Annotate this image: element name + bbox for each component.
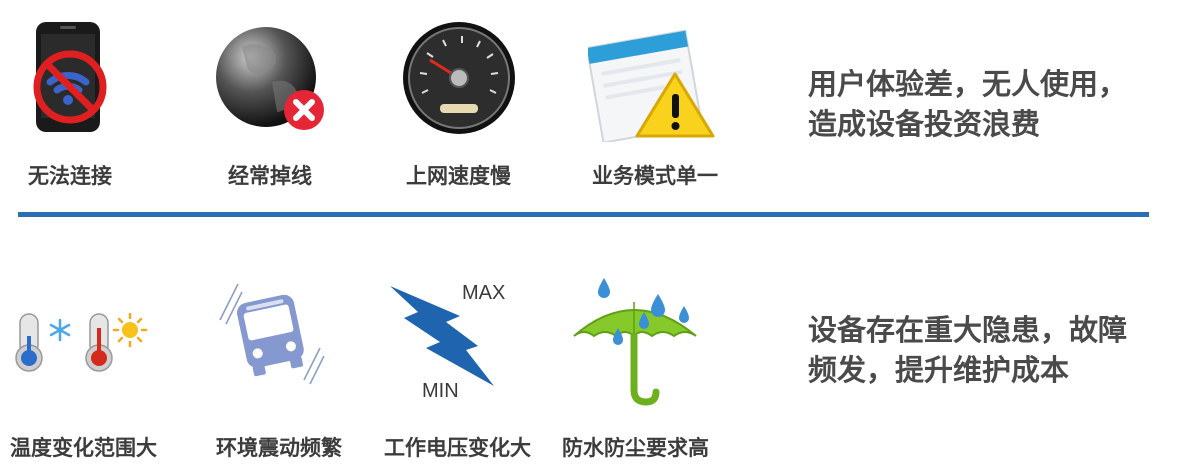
thermometers-icon <box>14 310 154 374</box>
summary-top-line1: 用户体验差，无人使用， <box>808 67 1128 101</box>
speedometer-icon <box>400 18 518 138</box>
section-divider <box>18 212 1149 217</box>
voltage-max-label: MAX <box>462 282 506 304</box>
no-wifi-phone-icon <box>30 20 110 135</box>
umbrella-rain-icon <box>570 274 700 408</box>
item-label-temperature-range: 温度变化范围大 <box>10 436 157 460</box>
item-label-vibration: 环境震动频繁 <box>216 436 342 460</box>
item-label-voltage-variation: 工作电压变化大 <box>384 436 531 460</box>
shaking-bus-icon <box>218 282 326 386</box>
item-label-slow-speed: 上网速度慢 <box>406 164 511 188</box>
item-label-dropouts: 经常掉线 <box>228 164 312 188</box>
summary-top: 用户体验差，无人使用， 造成设备投资浪费 <box>808 64 1127 144</box>
summary-bottom-line1: 设备存在重大隐患，故障 <box>808 313 1128 347</box>
summary-bottom: 设备存在重大隐患，故障 频发，提升维护成本 <box>808 310 1127 390</box>
item-label-waterproof-dustproof: 防水防尘要求高 <box>562 436 709 460</box>
lightning-voltage-icon <box>386 282 498 390</box>
window-warning-icon <box>585 24 718 144</box>
summary-bottom-line2: 频发，提升维护成本 <box>808 353 1070 387</box>
voltage-min-label: MIN <box>422 380 459 402</box>
globe-error-icon <box>212 22 330 137</box>
summary-top-line2: 造成设备投资浪费 <box>808 107 1041 141</box>
item-label-single-business-model: 业务模式单一 <box>592 164 718 188</box>
item-label-no-connection: 无法连接 <box>28 164 112 188</box>
